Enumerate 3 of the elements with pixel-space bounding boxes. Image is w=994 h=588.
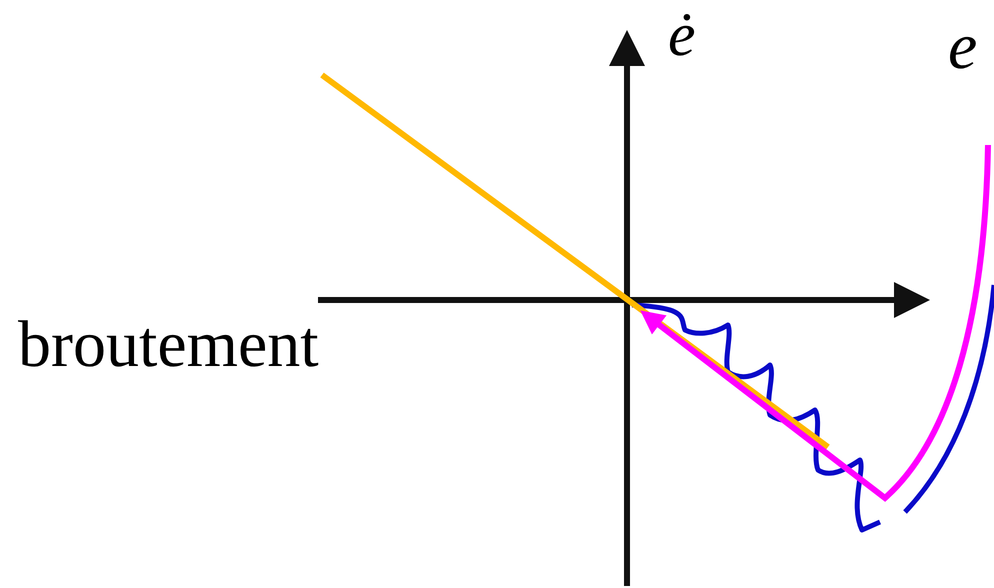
annotation-text: broutement: [18, 312, 319, 378]
axis-label: e: [948, 14, 978, 80]
axis-label: ė: [668, 0, 696, 71]
